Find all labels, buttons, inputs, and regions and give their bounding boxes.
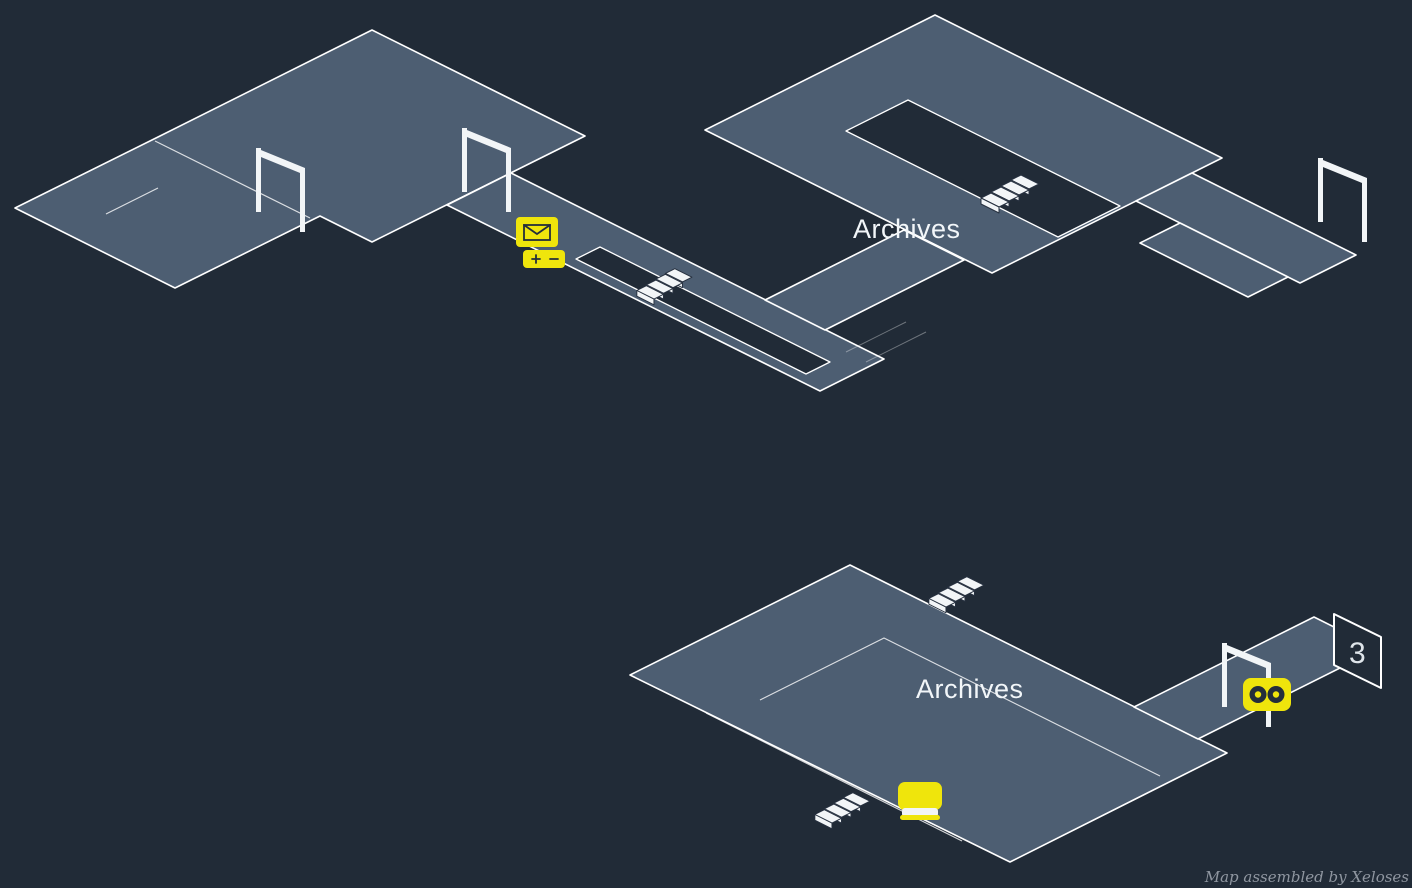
- archives-lower-label: Archives: [916, 674, 1024, 704]
- stairs-icon: [928, 576, 985, 614]
- binoculars-icon: [1243, 678, 1291, 711]
- numbered-door-icon: 3: [1333, 613, 1382, 689]
- ramp-line: [845, 321, 927, 363]
- stairs-icon: [814, 792, 871, 830]
- upper-corridor-pit: [575, 246, 831, 375]
- archives-upper-pit: [845, 99, 1121, 238]
- book-icon: [898, 782, 942, 820]
- upper-level: Archives: [14, 14, 1367, 392]
- archives-lower-floor: [629, 564, 1228, 863]
- door-frame-icon: [1318, 158, 1367, 242]
- interior-wall-line: [105, 187, 159, 215]
- door-number-label: 3: [1349, 637, 1366, 670]
- mail-icon: [516, 217, 558, 247]
- battery-icon: [523, 250, 565, 268]
- map-credit: Map assembled by Xeloses: [1204, 868, 1409, 886]
- interior-wall-line: [759, 637, 1161, 777]
- archives-upper-label: Archives: [853, 214, 961, 244]
- upper-connector-floor: [764, 229, 965, 331]
- lower-level: 3 Archives: [629, 564, 1382, 863]
- room-upper-left-floor: [14, 29, 586, 289]
- interior-wall-line: [154, 140, 311, 219]
- archives-upper-south-floor: [1139, 222, 1289, 298]
- archives-upper-door-corridor: [1135, 172, 1357, 284]
